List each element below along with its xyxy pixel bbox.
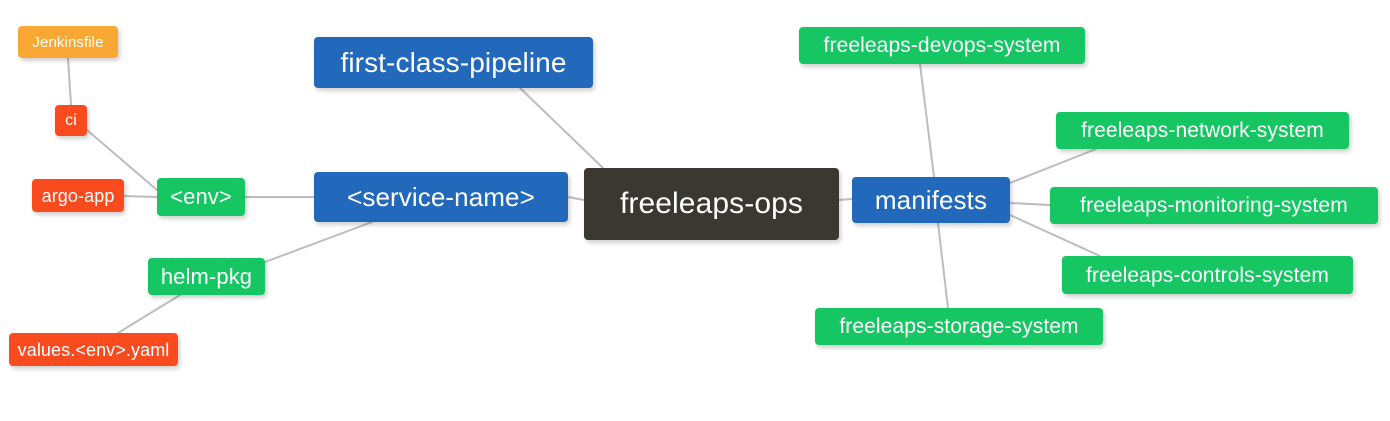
edge-manifests-to-freeleaps-monitoring-system [1009,202,1051,206]
edge-manifests-to-freeleaps-network-system [1009,148,1097,184]
edge-manifests-to-freeleaps-storage-system [937,222,949,309]
node-label-first-class-pipeline: first-class-pipeline [340,46,567,78]
edge-values-env-yaml-to-helm-pkg [117,294,181,334]
node-freeleaps-storage-system[interactable]: freeleaps-storage-system [815,308,1103,345]
edge-helm-pkg-to-service-name [264,221,373,263]
node-label-values-env-yaml: values.<env>.yaml [17,339,170,360]
node-helm-pkg[interactable]: helm-pkg [148,258,265,295]
node-label-service-name: <service-name> [347,182,535,212]
node-env[interactable]: <env> [157,178,245,216]
node-freeleaps-controls-system[interactable]: freeleaps-controls-system [1062,256,1353,294]
edge-jenkinsfile-to-ci [67,57,72,106]
node-label-ci: ci [65,111,77,129]
node-first-class-pipeline[interactable]: first-class-pipeline [314,37,593,88]
node-freeleaps-ops[interactable]: freeleaps-ops [584,168,839,240]
edge-argo-app-to-env [123,195,158,198]
node-freeleaps-devops-system[interactable]: freeleaps-devops-system [799,27,1085,64]
node-label-freeleaps-network-system: freeleaps-network-system [1081,119,1324,142]
node-label-manifests: manifests [874,185,988,215]
node-label-jenkinsfile: Jenkinsfile [32,33,104,51]
node-service-name[interactable]: <service-name> [314,172,568,222]
node-label-env: <env> [170,184,232,209]
node-argo-app[interactable]: argo-app [32,179,124,212]
node-values-env-yaml[interactable]: values.<env>.yaml [9,333,178,366]
node-manifests[interactable]: manifests [852,177,1010,223]
edge-freeleaps-ops-to-manifests [838,198,853,201]
edge-manifests-to-freeleaps-devops-system [919,63,935,178]
node-freeleaps-monitoring-system[interactable]: freeleaps-monitoring-system [1050,187,1378,224]
node-label-freeleaps-storage-system: freeleaps-storage-system [839,315,1079,338]
node-label-freeleaps-ops: freeleaps-ops [619,187,804,220]
edge-first-class-pipeline-to-freeleaps-ops [519,87,604,169]
node-label-freeleaps-monitoring-system: freeleaps-monitoring-system [1080,194,1348,217]
node-freeleaps-network-system[interactable]: freeleaps-network-system [1056,112,1349,149]
edge-service-name-to-freeleaps-ops [567,196,585,201]
node-ci[interactable]: ci [55,105,87,136]
node-label-freeleaps-controls-system: freeleaps-controls-system [1086,263,1329,287]
node-label-argo-app: argo-app [41,185,115,206]
node-jenkinsfile[interactable]: Jenkinsfile [18,26,118,58]
node-label-freeleaps-devops-system: freeleaps-devops-system [823,34,1061,57]
node-label-helm-pkg: helm-pkg [160,263,253,289]
